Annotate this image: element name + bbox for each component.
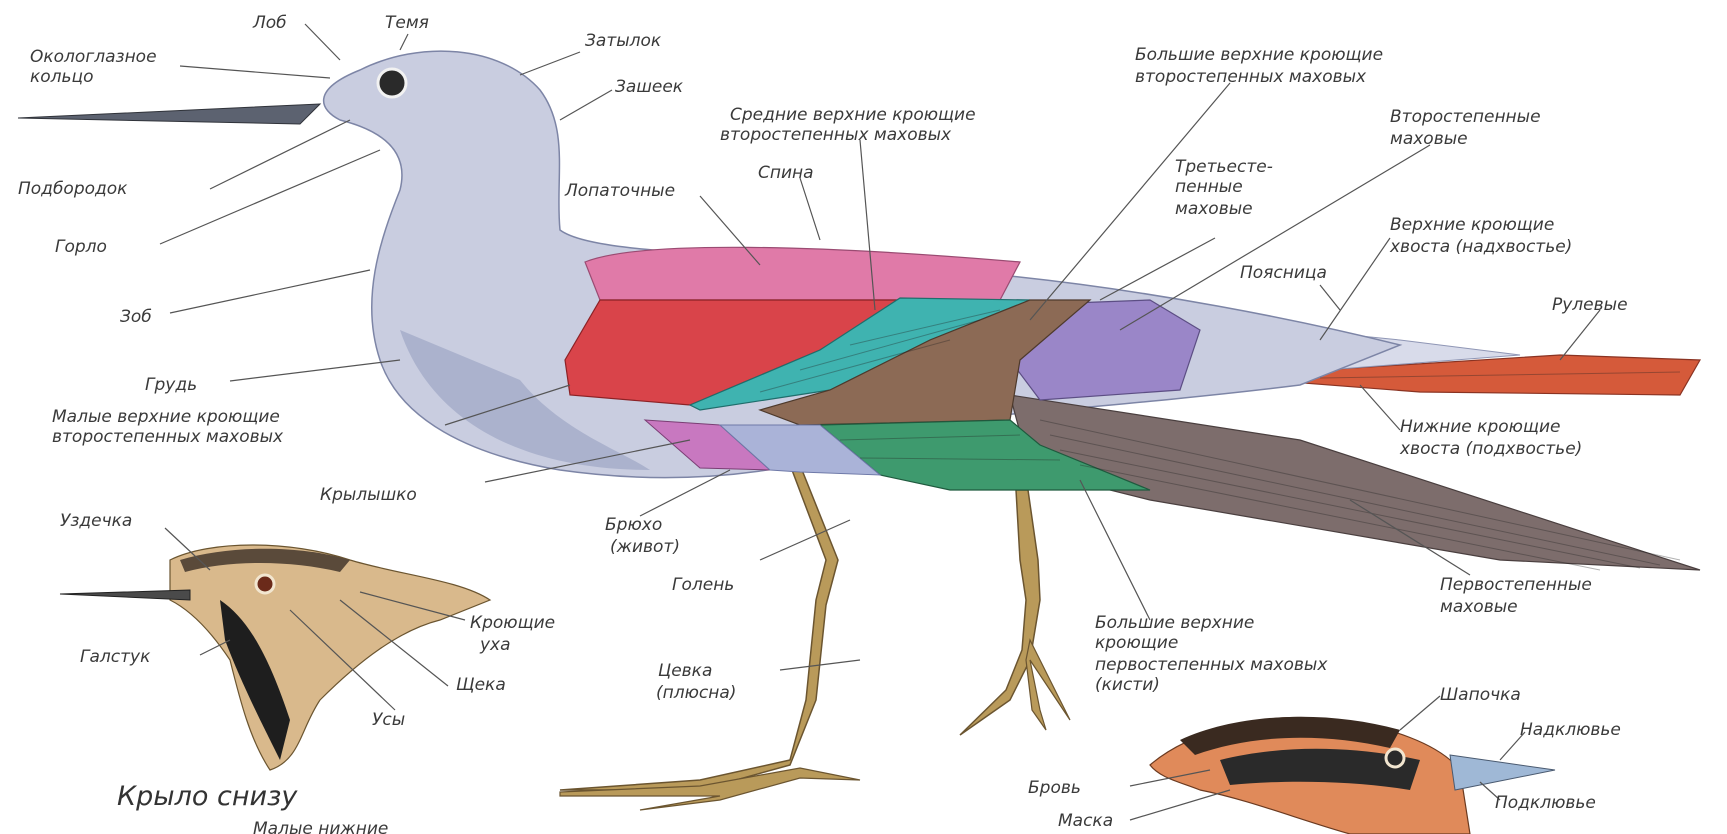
inset-head-left [170,545,490,770]
label-tibia: Голень [672,575,734,595]
label-cheek: Щека [456,675,506,695]
label-breast: Грудь [145,375,197,395]
label-primary-coverts-line1: Большие верхние [1095,613,1254,633]
label-ear-coverts-line1: Кроющие [470,613,555,633]
label-primary-coverts-line3: первостепенных маховых [1095,655,1328,675]
label-undertail-coverts-line2: хвоста (подхвостье) [1399,439,1582,459]
label-eyebrow: Бровь [1028,778,1081,798]
label-rump: Поясница [1240,263,1327,283]
label-upper-mandible: Надклювье [1520,720,1621,740]
label-primaries-line2: маховые [1440,597,1518,617]
label-mask: Маска [1058,811,1113,831]
label-greater-sec-coverts-line2: второстепенных маховых [1135,67,1367,87]
label-tie: Галстук [80,647,151,667]
inset-right-bill [1450,755,1555,790]
label-crown: Темя [385,13,429,33]
label-lower-mandible: Подклювье [1495,793,1596,813]
inset-eye [256,575,274,593]
label-greater-sec-coverts-line1: Большие верхние кроющие [1135,45,1383,65]
label-back: Спина [758,163,814,183]
label-lores: Уздечка [60,511,132,531]
label-throat: Горло [55,237,107,257]
label-crop: Зоб [120,307,152,327]
label-nape: Затылок [585,31,662,51]
label-eye-ring-line2: кольцо [30,67,94,87]
label-median-coverts-line1: Средние верхние кроющие [730,105,976,125]
inset-bill [60,590,190,600]
label-whiskers: Усы [372,710,405,730]
label-tertials-line3: маховые [1175,199,1253,219]
label-primary-coverts-line2: кроющие [1095,633,1178,653]
label-scapulars: Лопаточные [564,181,675,201]
scapulars [585,247,1020,300]
label-median-coverts-line2: второстепенных маховых [720,125,952,145]
eye [378,69,406,97]
label-alula: Крылышко [320,485,417,505]
label-secondaries-line1: Второстепенные [1390,107,1541,127]
label-rectrices: Рулевые [1552,295,1628,315]
label-hindneck: Зашеек [615,77,684,97]
label-lesser-coverts-line2: второстепенных маховых [52,427,284,447]
label-undertail-coverts-line1: Нижние кроющие [1400,417,1560,437]
label-primaries-line1: Первостепенные [1440,575,1592,595]
inset-right-eye [1386,749,1404,767]
left-foot-toes [1026,640,1070,730]
label-lesser-under-coverts: Малые нижние [253,819,388,834]
label-tarsus-line1: Цевка [658,661,712,681]
label-secondaries-line2: маховые [1390,129,1468,149]
right-leg [560,470,838,790]
label-tarsus-line2: (плюсна) [656,683,736,703]
head-inset-right: Шапочка Надклювье Бровь Подклювье Маска [1028,685,1621,834]
left-leg [960,490,1040,735]
label-uppertail-coverts-line1: Верхние кроющие [1390,215,1554,235]
label-wing-below-heading: Крыло снизу [117,781,298,812]
label-belly-line1: Брюхо [605,515,662,535]
bill [18,104,320,124]
label-cap: Шапочка [1440,685,1521,705]
label-tertials-line2: пенные [1175,177,1243,197]
label-primary-coverts-line4: (кисти) [1095,675,1160,695]
label-lesser-coverts-line1: Малые верхние кроющие [52,407,280,427]
label-chin: Подбородок [18,179,128,199]
label-tertials-line1: Третьесте- [1175,157,1273,177]
label-belly-line2: (живот) [610,537,680,557]
label-ear-coverts-line2: уха [479,635,511,655]
head-inset-left: Уздечка Кроющие уха Галстук Щека Усы Кры… [60,511,555,834]
label-forehead: Лоб [252,13,287,33]
label-eye-ring-line1: Окологлазное [30,47,157,67]
label-uppertail-coverts-line2: хвоста (надхвостье) [1389,237,1572,257]
